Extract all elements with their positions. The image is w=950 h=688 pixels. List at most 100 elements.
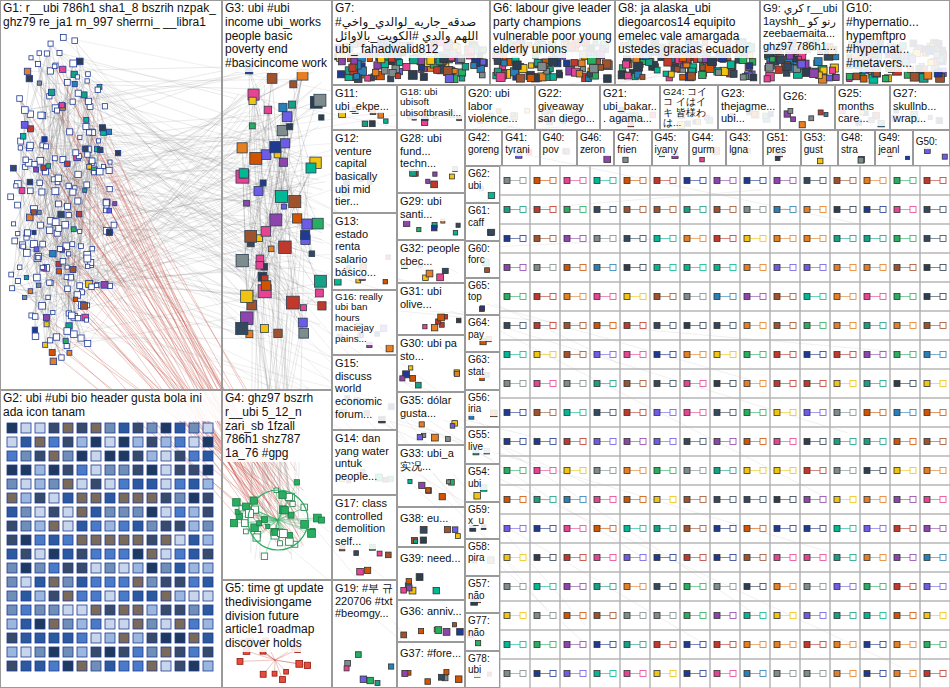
vertex-icon: [161, 549, 171, 559]
vertex-icon: [21, 563, 31, 573]
vertex-icon: [133, 591, 143, 601]
vertex-icon: [260, 671, 266, 677]
vertex-icon: [7, 633, 17, 643]
vertex-icon: [147, 549, 157, 559]
vertex-icon: [161, 605, 171, 615]
vertex-icon: [17, 265, 21, 269]
vertex-icon: [77, 423, 87, 433]
vertex-icon: [306, 163, 316, 173]
vertex-icon: [56, 225, 62, 231]
vertex-icon: [35, 507, 45, 517]
vertex-icon: [39, 302, 46, 309]
network-edge: [51, 44, 293, 298]
vertex-icon: [239, 169, 248, 178]
vertex-icon: [86, 72, 91, 77]
vertex-icon: [203, 661, 213, 671]
vertex-icon: [189, 451, 199, 461]
network-edge: [89, 268, 256, 284]
vertex-icon: [53, 63, 58, 68]
vertex-icon: [77, 507, 87, 517]
vertex-icon: [189, 507, 199, 517]
vertex-icon: [21, 507, 31, 517]
vertex-icon: [279, 158, 287, 166]
vertex-icon: [105, 507, 115, 517]
network-edge: [242, 508, 278, 520]
vertex-icon: [654, 67, 660, 73]
network-edge: [59, 126, 319, 271]
vertex-icon: [237, 143, 247, 153]
vertex-icon: [49, 423, 59, 433]
vertex-icon: [102, 104, 107, 109]
vertex-icon: [241, 520, 248, 527]
vertex-icon: [39, 189, 45, 195]
network-edge: [254, 95, 304, 334]
vertex-icon: [91, 535, 101, 545]
vertex-icon: [189, 465, 199, 475]
vertex-icon: [175, 451, 185, 461]
vertex-icon: [26, 75, 32, 81]
vertex-icon: [77, 535, 87, 545]
vertex-icon: [538, 62, 546, 70]
vertex-icon: [47, 280, 52, 285]
network-edge: [86, 120, 824, 497]
vertex-icon: [21, 535, 31, 545]
vertex-icon: [189, 661, 199, 671]
vertex-icon: [277, 541, 282, 546]
vertex-icon: [175, 535, 185, 545]
vertex-icon: [83, 124, 89, 130]
vertex-icon: [434, 67, 441, 74]
vertex-icon: [21, 577, 31, 587]
vertex-icon: [395, 73, 400, 78]
vertex-icon: [35, 423, 45, 433]
vertex-icon: [85, 152, 90, 157]
vertex-icon: [281, 507, 288, 514]
vertex-icon: [147, 563, 157, 573]
network-edge: [25, 70, 285, 110]
vertex-icon: [288, 512, 294, 518]
network-edge: [18, 205, 62, 357]
vertex-icon: [58, 247, 63, 252]
vertex-icon: [161, 451, 171, 461]
vertex-icon: [107, 208, 112, 213]
vertex-icon: [314, 275, 326, 287]
vertex-icon: [501, 60, 507, 66]
vertex-icon: [72, 81, 77, 86]
vertex-icon: [161, 647, 171, 657]
network-edge: [100, 172, 275, 295]
network-edge: [11, 246, 23, 274]
vertex-icon: [189, 619, 199, 629]
vertex-icon: [49, 493, 59, 503]
vertex-icon: [85, 79, 89, 83]
network-edge: [258, 75, 302, 191]
vertex-icon: [77, 549, 87, 559]
vertex-icon: [147, 661, 157, 671]
vertex-icon: [23, 157, 28, 162]
vertex-icon: [48, 41, 53, 46]
vertex-icon: [745, 64, 752, 71]
vertex-icon: [460, 76, 465, 81]
vertex-icon: [147, 591, 157, 601]
vertex-icon: [35, 493, 45, 503]
vertex-icon: [237, 658, 243, 664]
vertex-icon: [203, 549, 213, 559]
vertex-icon: [56, 201, 62, 207]
vertex-icon: [747, 63, 753, 69]
vertex-icon: [161, 535, 171, 545]
vertex-icon: [236, 322, 248, 334]
vertex-icon: [319, 517, 325, 523]
vertex-icon: [49, 619, 59, 629]
network-edge: [242, 261, 319, 293]
vertex-icon: [261, 325, 269, 333]
vertex-icon: [64, 275, 69, 280]
network-edge: [80, 69, 275, 231]
network-edge: [11, 147, 267, 196]
vertex-icon: [63, 451, 73, 461]
vertex-icon: [15, 181, 22, 188]
vertex-icon: [35, 605, 45, 615]
vertex-icon: [91, 605, 101, 615]
vertex-icon: [261, 553, 267, 559]
vertex-icon: [35, 633, 45, 643]
vertex-icon: [46, 295, 50, 299]
vertex-icon: [35, 437, 45, 447]
vertex-icon: [105, 563, 115, 573]
